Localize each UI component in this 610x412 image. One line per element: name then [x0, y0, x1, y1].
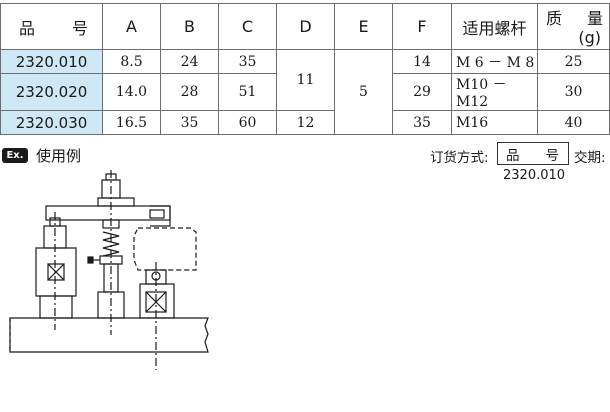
cell-c: 60 [218, 110, 277, 135]
center-screw-assembly [87, 170, 125, 335]
table-header-row: 品 号 A B C D E F 适用螺杆 质 量 (g) [0, 3, 610, 50]
cell-mass: 25 [537, 49, 610, 74]
header-mass: 质 量 (g) [537, 3, 610, 50]
usage-example-drawing [9, 170, 209, 370]
header-b: B [160, 3, 219, 50]
cell-mass: 30 [537, 73, 610, 111]
right-support-block [139, 262, 175, 370]
spec-table: 品 号 A B C D E F 适用螺杆 质 量 (g) 2320.010 8.… [0, 3, 610, 135]
header-mass-char-1: 质 [546, 8, 563, 28]
cell-screw: M16 [451, 110, 538, 135]
cell-model: 2320.020 [0, 73, 103, 111]
cell-c: 35 [218, 49, 277, 74]
cell-screw: M 6 － M 8 [451, 49, 538, 74]
cell-a: 14.0 [102, 73, 161, 111]
order-delivery-label: 交期: [574, 150, 606, 166]
cell-model: 2320.010 [0, 49, 103, 74]
table-row: 2320.010 8.5 24 35 11 5 14 M 6 － M 8 25 [0, 49, 610, 135]
example-title: 使用例 [36, 147, 82, 165]
header-e: E [334, 3, 393, 50]
cell-d: 12 [276, 110, 335, 135]
left-support-block [35, 212, 77, 330]
header-model: 品 号 [0, 3, 103, 50]
order-code: 2320.010 [503, 168, 566, 183]
header-mass-unit: (g) [578, 27, 601, 47]
header-d: D [276, 3, 335, 50]
cell-c: 51 [218, 73, 277, 111]
order-method-label: 订货方式: [430, 150, 489, 166]
header-mass-char-2: 量 [586, 8, 603, 28]
header-a: A [102, 3, 161, 50]
cell-screw: M10 － M12 [451, 73, 538, 111]
cell-f: 29 [392, 73, 452, 111]
table-row: 2320.030 16.5 35 60 12 35 M16 40 [0, 110, 610, 135]
cell-b: 35 [160, 110, 219, 135]
header-f: F [392, 3, 452, 50]
clamp-arm [45, 197, 171, 227]
header-model-char-1: 品 [19, 18, 36, 38]
cell-a: 8.5 [102, 49, 161, 74]
header-c: C [218, 3, 277, 50]
order-box-char-2: 号 [545, 147, 560, 164]
order-box-char-1: 品 [506, 147, 520, 164]
header-model-char-2: 号 [71, 18, 88, 38]
cell-e-merged: 5 [334, 49, 393, 135]
order-model-box: 品 号 [497, 142, 569, 165]
header-screw: 适用螺杆 [451, 3, 538, 50]
cell-b: 24 [160, 49, 219, 74]
cell-d-merged: 11 [276, 49, 335, 111]
cell-f: 35 [392, 110, 452, 135]
cell-mass: 40 [537, 110, 610, 135]
cell-f: 14 [392, 49, 452, 74]
base-plate [9, 317, 209, 353]
workpiece-outline [133, 227, 197, 271]
table-row: 2320.020 14.0 28 51 29 M10 － M12 30 [0, 73, 610, 111]
example-badge: Ex. [2, 148, 28, 163]
cell-a: 16.5 [102, 110, 161, 135]
cell-b: 28 [160, 73, 219, 111]
cell-model: 2320.030 [0, 110, 103, 135]
